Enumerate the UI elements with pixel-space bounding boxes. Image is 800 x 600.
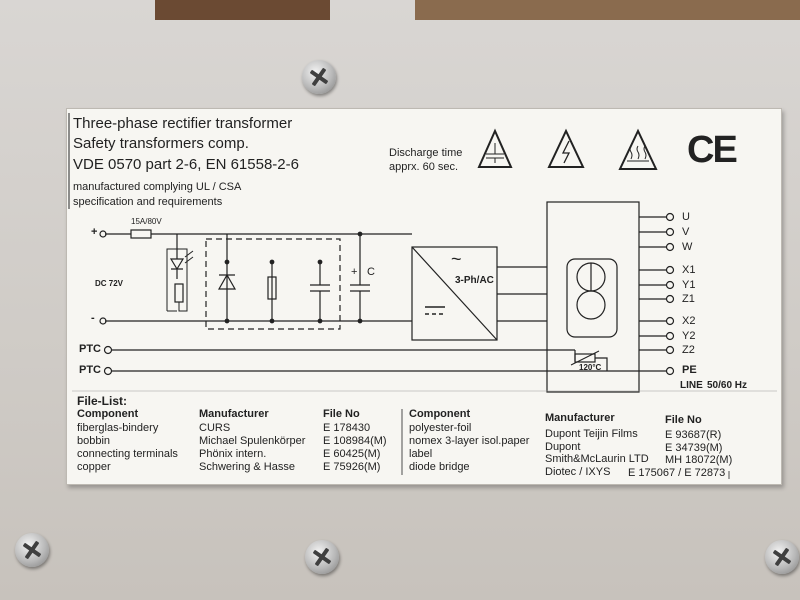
rating-plate: Three-phase rectifier transformer Safety… xyxy=(66,108,782,485)
right-row3-fileno: MH 18072(M) xyxy=(665,454,733,466)
left-row2-component: bobbin xyxy=(77,435,111,447)
thermal-label: 120°C xyxy=(579,363,602,372)
header-fileno-left: File No xyxy=(323,408,360,420)
line-frequency: 50/60 Hz xyxy=(707,380,748,391)
terminal-y2: Y2 xyxy=(682,330,696,342)
right-row1-manufacturer: Dupont Teijin Films xyxy=(545,428,638,440)
header-component-left: Component xyxy=(77,408,139,420)
discharge-line2: apprx. 60 sec. xyxy=(389,161,459,173)
terminal-v: V xyxy=(682,226,690,238)
schematic-graphics xyxy=(68,113,777,479)
terminal-z2: Z2 xyxy=(682,344,695,356)
left-row4-manufacturer: Schwering & Hasse xyxy=(199,461,295,473)
terminal-pe: PE xyxy=(682,364,697,376)
right-row2-manufacturer: Dupont xyxy=(545,441,581,453)
right-row2-component: nomex 3-layer isol.paper xyxy=(409,435,530,447)
terminal-x2: X2 xyxy=(682,315,696,327)
left-row4-component: copper xyxy=(77,461,111,473)
plus-label: + xyxy=(91,226,98,238)
header-component-right: Component xyxy=(409,408,471,420)
line-label: LINE xyxy=(680,380,703,391)
screw-bottom-center xyxy=(305,540,339,574)
top-bracket-right xyxy=(415,0,800,20)
left-row4-fileno: E 75926(M) xyxy=(323,461,381,473)
left-row1-component: fiberglas-bindery xyxy=(77,422,159,434)
screw-bottom-left xyxy=(15,533,49,567)
left-row3-manufacturer: Phönix intern. xyxy=(199,448,267,460)
inverter-symbol: ~ xyxy=(451,249,462,269)
ul-line2: specification and requirements xyxy=(73,196,223,208)
header-manufacturer-right: Manufacturer xyxy=(545,412,615,424)
cap-c-label: C xyxy=(367,266,375,278)
left-row2-fileno: E 108984(M) xyxy=(323,435,387,447)
right-row3-manufacturer: Smith&McLaurin LTD xyxy=(545,453,649,465)
header-manufacturer-left: Manufacturer xyxy=(199,408,269,420)
discharge-line1: Discharge time xyxy=(389,147,463,159)
right-row4-component: diode bridge xyxy=(409,461,470,473)
right-row2-fileno: E 34739(M) xyxy=(665,442,723,454)
ul-line1: manufactured complying UL / CSA xyxy=(73,181,242,193)
subtitle: Safety transformers comp. xyxy=(73,135,249,152)
terminal-z1: Z1 xyxy=(682,293,695,305)
right-row4-manufacturer: Diotec / IXYS xyxy=(545,466,611,478)
terminal-u: U xyxy=(682,211,690,223)
file-list-title: File-List: xyxy=(77,394,127,408)
left-row1-manufacturer: CURS xyxy=(199,422,231,434)
ptc1-label: PTC xyxy=(79,343,101,355)
top-bracket-left xyxy=(155,0,330,20)
screw-top xyxy=(302,60,336,94)
title: Three-phase rectifier transformer xyxy=(73,115,293,132)
terminal-x1: X1 xyxy=(682,264,696,276)
terminal-w: W xyxy=(682,241,693,253)
header-fileno-right: File No xyxy=(665,414,702,426)
standard: VDE 0570 part 2-6, EN 61558-2-6 xyxy=(73,156,299,173)
left-row2-manufacturer: Michael Spulenkörper xyxy=(199,435,306,447)
left-row3-fileno: E 60425(M) xyxy=(323,448,381,460)
inverter-label: 3-Ph/AC xyxy=(455,275,494,286)
ce-mark: CE xyxy=(687,129,738,171)
left-row1-fileno: E 178430 xyxy=(323,422,371,434)
terminal-y1: Y1 xyxy=(682,279,696,291)
screw-bottom-right xyxy=(765,540,799,574)
right-row1-component: polyester-foil xyxy=(409,422,472,434)
right-row3-component: label xyxy=(409,448,433,460)
dc-voltage: DC 72V xyxy=(95,279,124,288)
minus-label: - xyxy=(91,312,95,324)
right-row4-fileno: E 175067 / E 72873 xyxy=(628,467,726,479)
fuse-label: 15A/80V xyxy=(131,217,162,226)
high-voltage-icon xyxy=(547,128,585,168)
cap-plus: + xyxy=(351,266,358,278)
right-row1-fileno: E 93687(R) xyxy=(665,429,722,441)
hot-surface-icon xyxy=(618,128,658,170)
capacitor-warning-icon xyxy=(477,128,513,168)
ptc2-label: PTC xyxy=(79,364,101,376)
left-row3-component: connecting terminals xyxy=(77,448,178,460)
